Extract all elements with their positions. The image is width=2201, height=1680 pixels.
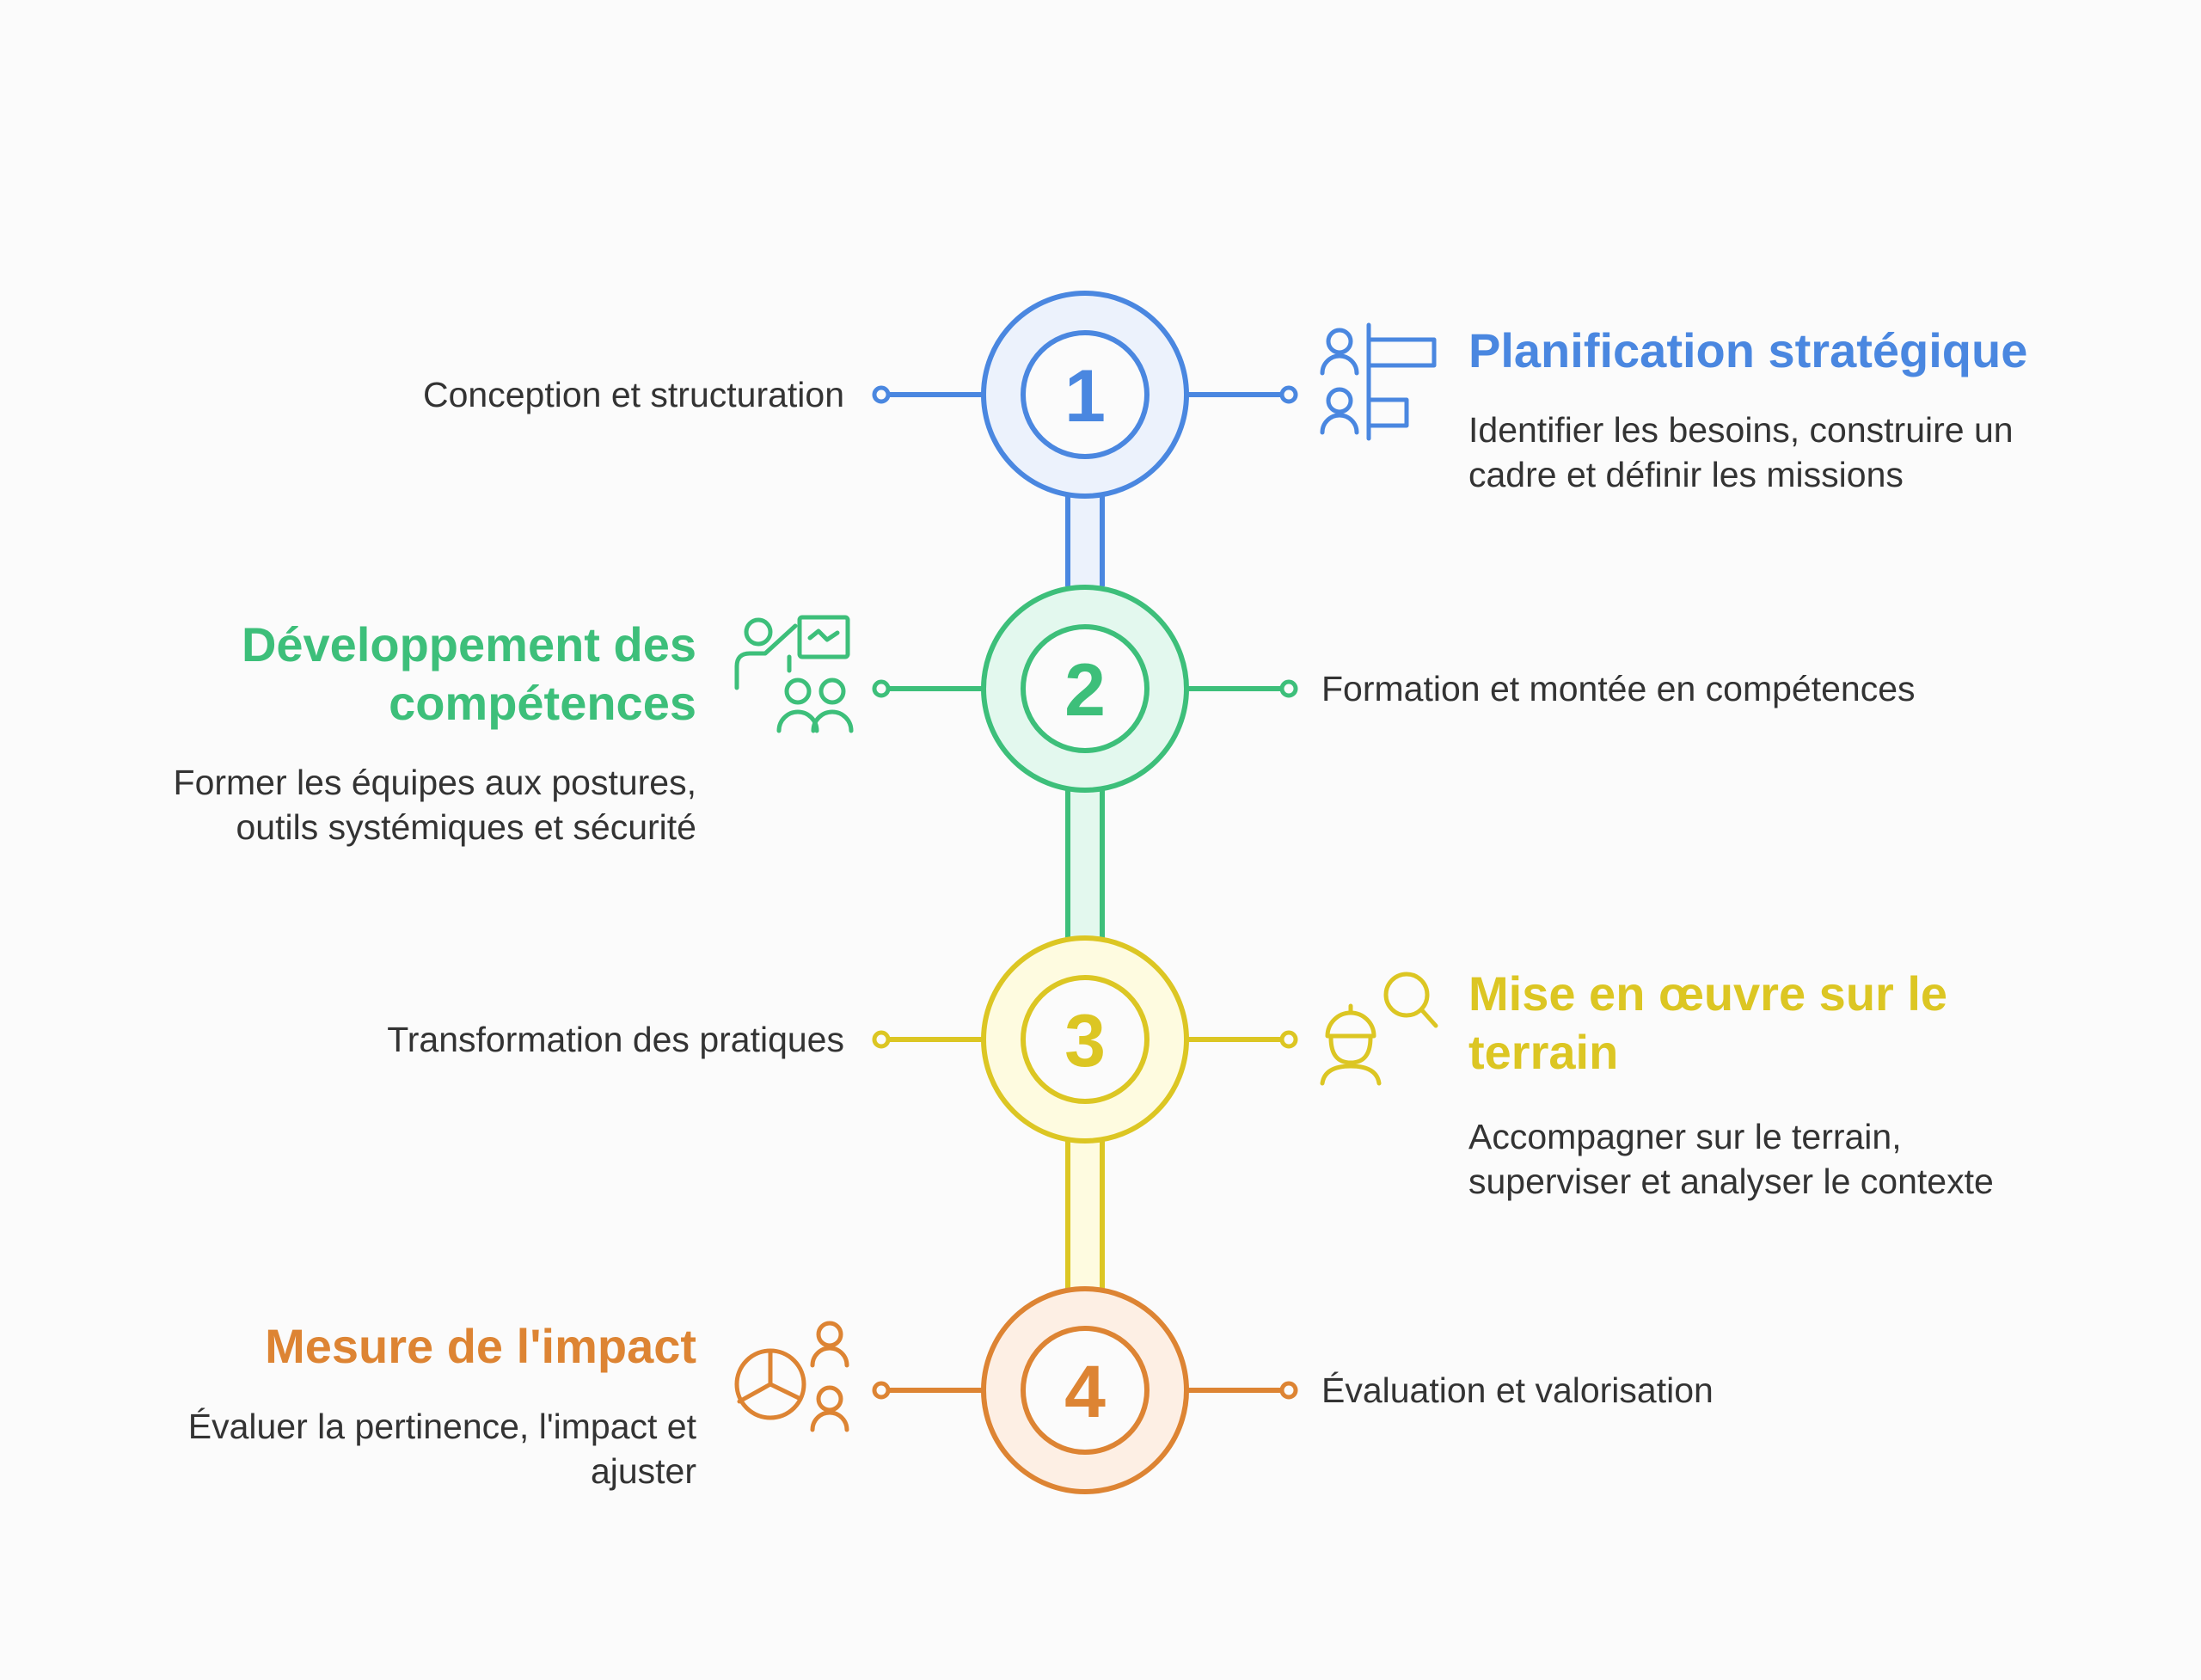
worker-search-icon	[1320, 972, 1438, 1086]
step-3-description: Accompagner sur le terrain, superviser e…	[1468, 1117, 1994, 1201]
step-4-title: Mesure de l'impact	[265, 1319, 696, 1373]
step-4-right-dot	[1279, 1381, 1298, 1400]
step-1-label: Conception et structuration	[423, 375, 844, 414]
step-1-left-dot	[872, 385, 891, 404]
step-2-right-dot	[1279, 679, 1298, 698]
step-1-description: Identifier les besoins, construire un ca…	[1468, 410, 2014, 494]
connector-2-3	[1065, 786, 1105, 942]
trainer-presentation-icon	[734, 615, 854, 733]
connector-3-4	[1065, 1137, 1105, 1293]
step-4-description: Évaluer la pertinence, l'impact et ajust…	[187, 1407, 696, 1491]
step-1-inner-circle	[1021, 330, 1150, 459]
step-3-inner-circle	[1021, 975, 1150, 1104]
step-4-number: 4	[1064, 1351, 1106, 1433]
step-1: 1	[872, 291, 1437, 499]
step-2-title: Développement des compétences	[241, 617, 696, 730]
step-1-right-dot	[1279, 385, 1298, 404]
connector-1-2	[1065, 492, 1105, 586]
step-2-label: Formation et montée en compétences	[1321, 669, 1916, 708]
step-2: 2	[734, 585, 1298, 793]
step-3-title: Mise en œuvre sur le terrain	[1468, 966, 1948, 1079]
step-1-title: Planification stratégique	[1468, 323, 2028, 377]
step-3-number: 3	[1064, 1000, 1106, 1082]
step-4-label: Évaluation et valorisation	[1321, 1370, 1714, 1410]
step-4: 4	[734, 1286, 1298, 1494]
step-3-left-dot	[872, 1030, 891, 1049]
impact-analysis-icon	[734, 1321, 849, 1432]
step-3-label: Transformation des pratiques	[387, 1020, 844, 1059]
step-1-number: 1	[1064, 355, 1106, 438]
step-3-right-dot	[1279, 1030, 1298, 1049]
step-3: 3	[872, 935, 1438, 1144]
step-2-description: Former les équipes aux postures, outils …	[173, 763, 696, 847]
step-4-inner-circle	[1021, 1326, 1150, 1455]
team-hierarchy-icon	[1320, 322, 1437, 441]
step-2-left-dot	[872, 679, 891, 698]
step-2-number: 2	[1064, 649, 1106, 732]
step-4-left-dot	[872, 1381, 891, 1400]
step-2-inner-circle	[1021, 624, 1150, 753]
